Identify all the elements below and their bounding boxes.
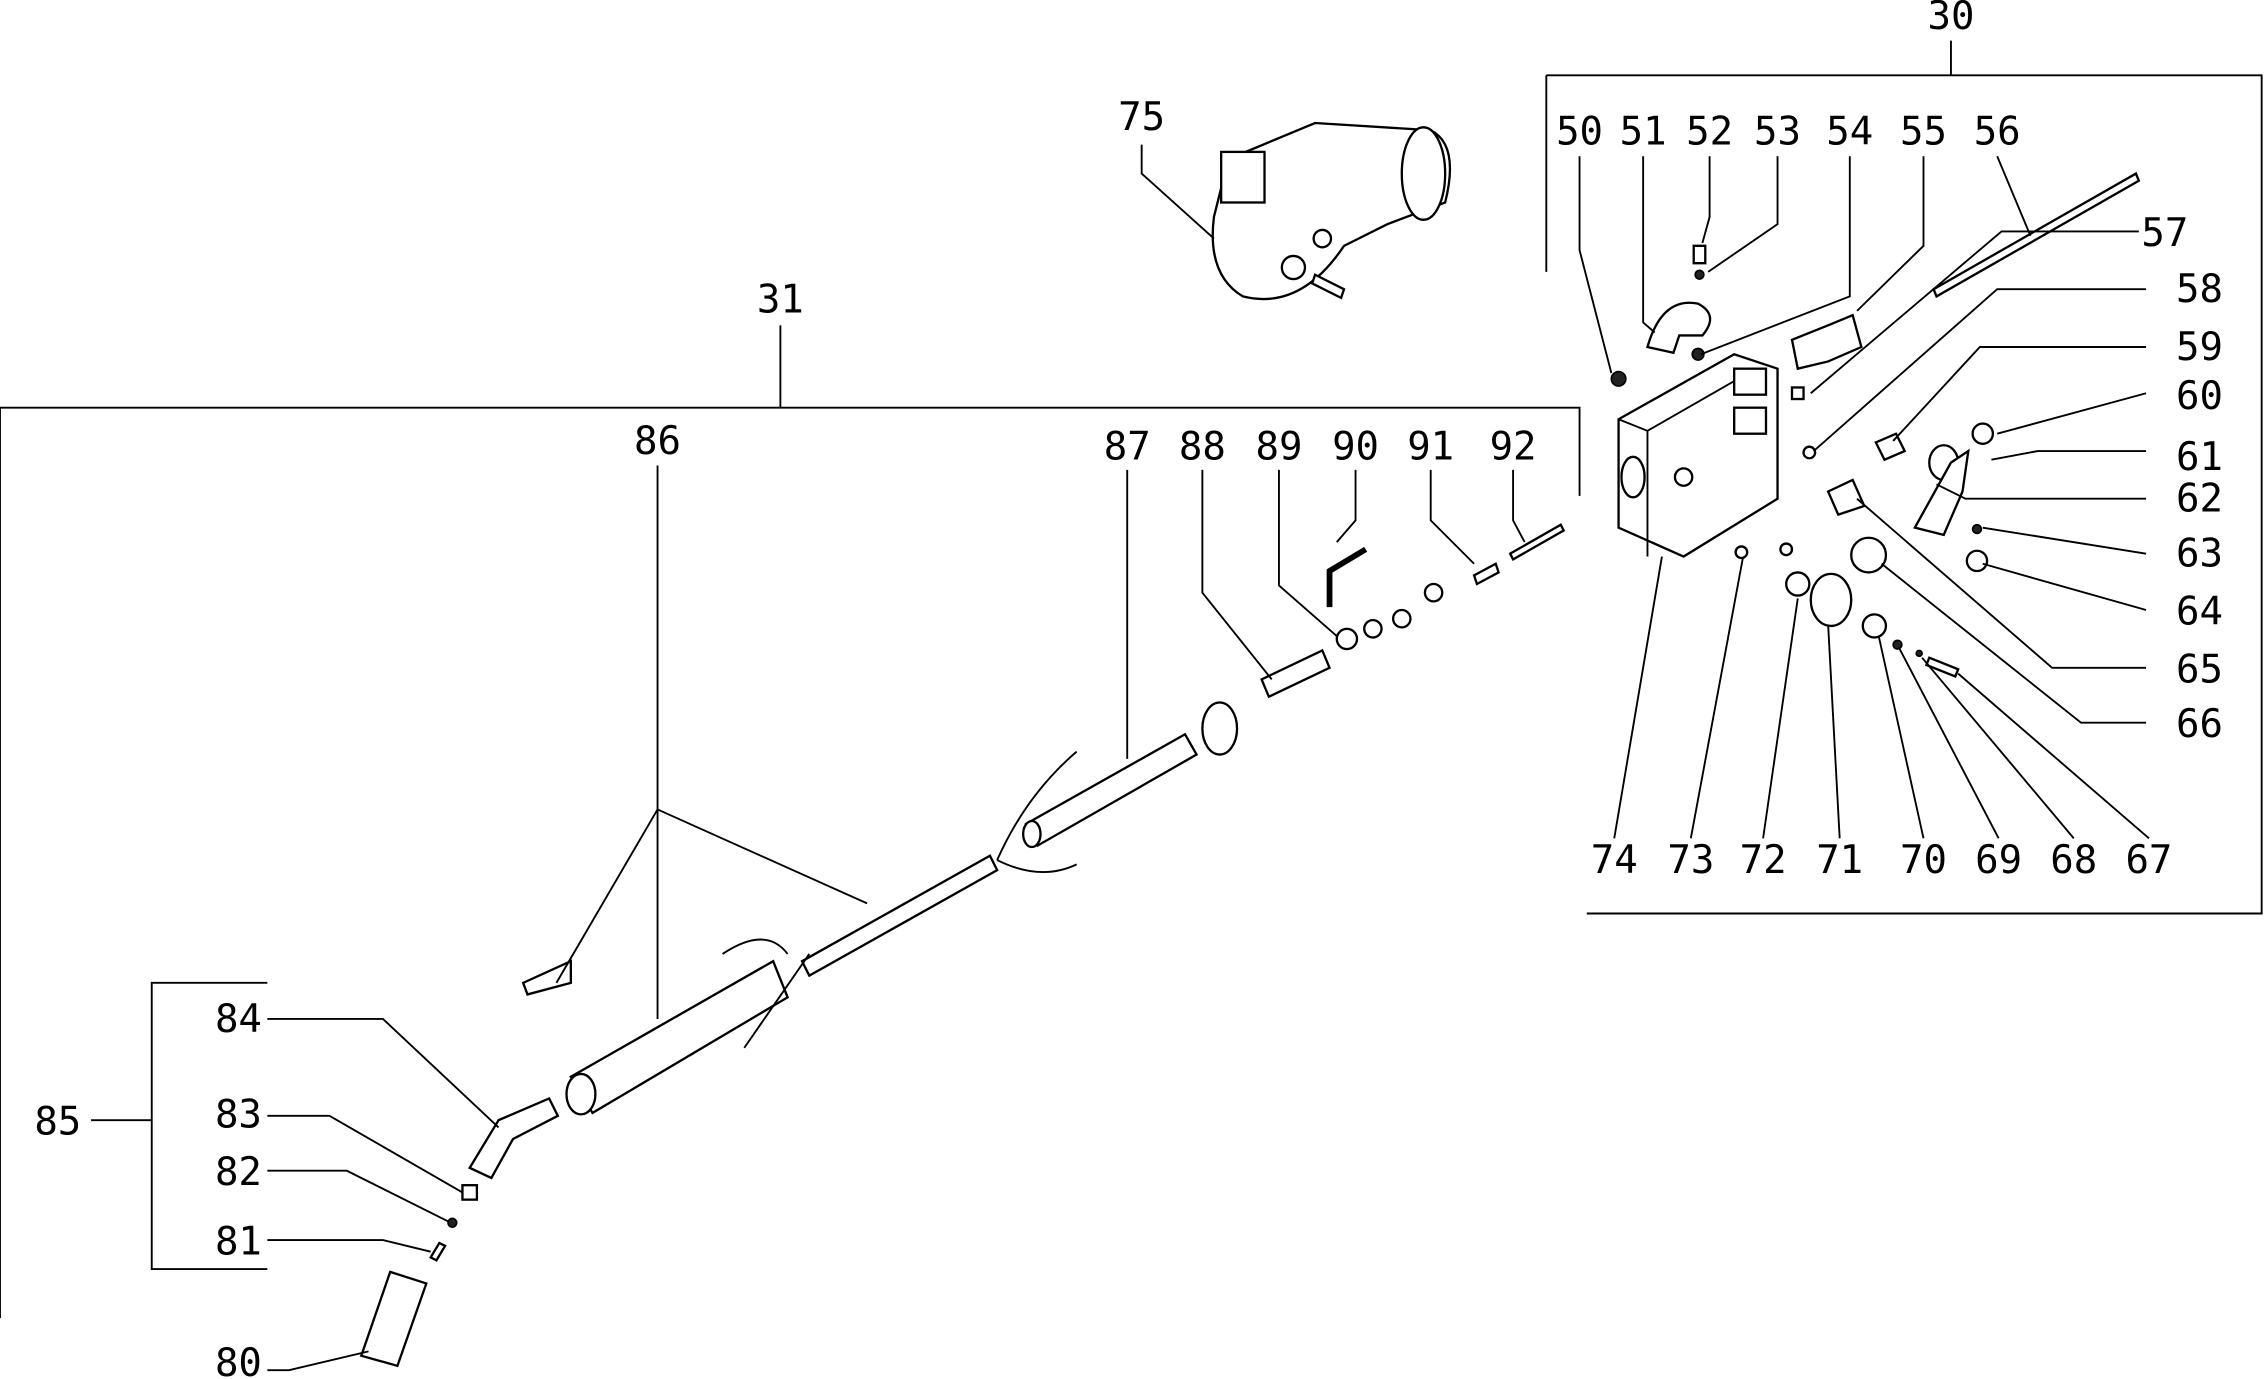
part-label-62: 62 (2176, 477, 2223, 522)
part-label-56: 56 (1974, 110, 2021, 155)
leader-lines (267, 144, 2150, 1372)
part-label-90: 90 (1332, 425, 1379, 470)
part-label-82: 82 (215, 1150, 262, 1195)
part-label-84: 84 (215, 997, 262, 1042)
part-label-63: 63 (2176, 532, 2223, 577)
part-label-30: 30 (1927, 0, 1974, 39)
part-label-53: 53 (1754, 110, 1801, 155)
part-label-86: 86 (634, 419, 681, 464)
part-label-71: 71 (1816, 838, 1863, 883)
part-label-72: 72 (1740, 838, 1787, 883)
group-85-bracket (91, 981, 268, 1270)
part-label-60: 60 (2176, 374, 2223, 419)
part-label-88: 88 (1179, 425, 1226, 470)
part-label-89: 89 (1255, 425, 1302, 470)
part-label-67: 67 (2125, 838, 2172, 883)
part-label-59: 59 (2176, 325, 2223, 370)
part-label-65: 65 (2176, 647, 2223, 692)
housing-part-74 (1617, 352, 1779, 558)
part-label-50: 50 (1556, 110, 1603, 155)
part-label-83: 83 (215, 1092, 262, 1137)
tip-parts-group-85 (359, 1096, 560, 1368)
motor-part-75 (1211, 121, 1452, 301)
part-label-85: 85 (34, 1100, 81, 1145)
part-label-55: 55 (1900, 110, 1947, 155)
group-30-bracket (1545, 40, 2263, 915)
part-label-57: 57 (2141, 211, 2188, 256)
part-label-51: 51 (1620, 110, 1667, 155)
part-label-73: 73 (1667, 838, 1714, 883)
small-parts-group-30 (1610, 171, 2141, 678)
part-label-52: 52 (1686, 110, 1733, 155)
part-label-75: 75 (1118, 95, 1165, 140)
part-label-91: 91 (1407, 425, 1454, 470)
part-label-54: 54 (1826, 110, 1873, 155)
handle-assembly-group-31 (521, 523, 1566, 1116)
group-31-bracket (0, 325, 1581, 1319)
part-label-69: 69 (1975, 838, 2022, 883)
part-label-80: 80 (215, 1341, 262, 1379)
part-label-66: 66 (2176, 702, 2223, 747)
part-label-61: 61 (2176, 435, 2223, 480)
part-label-92: 92 (1490, 425, 1537, 470)
part-label-70: 70 (1900, 838, 1947, 883)
part-label-58: 58 (2176, 267, 2223, 312)
part-label-87: 87 (1104, 425, 1151, 470)
part-label-64: 64 (2176, 589, 2223, 634)
part-label-31: 31 (757, 277, 804, 322)
part-label-74: 74 (1591, 838, 1638, 883)
part-label-68: 68 (2050, 838, 2097, 883)
part-label-81: 81 (215, 1220, 262, 1265)
